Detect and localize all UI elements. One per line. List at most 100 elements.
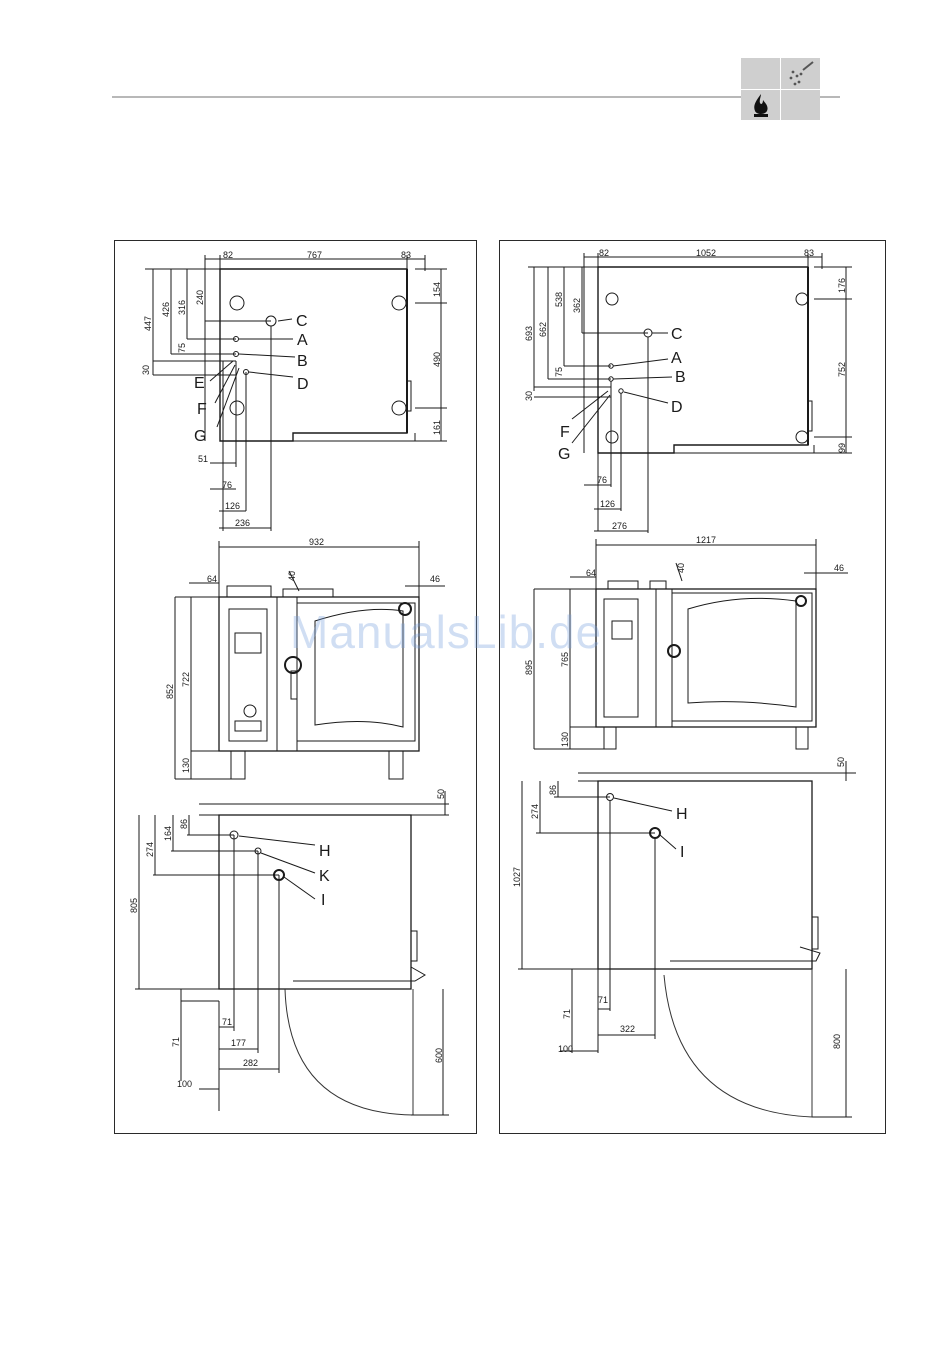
dim-274: 274 bbox=[530, 804, 540, 819]
dim-932: 932 bbox=[309, 537, 324, 547]
dim-126: 126 bbox=[225, 501, 240, 511]
dim-800: 800 bbox=[832, 1034, 842, 1049]
dim-767: 767 bbox=[307, 250, 322, 260]
dim-236: 236 bbox=[235, 518, 250, 528]
dim-75: 75 bbox=[177, 343, 187, 353]
badge-divider-h bbox=[741, 89, 820, 90]
dim-46: 46 bbox=[430, 574, 440, 584]
dim-71b: 71 bbox=[562, 1009, 572, 1019]
dim-154: 154 bbox=[432, 282, 442, 297]
dim-100: 100 bbox=[177, 1079, 192, 1089]
dim-75: 75 bbox=[554, 367, 564, 377]
connection-D bbox=[619, 389, 623, 393]
dim-83: 83 bbox=[401, 250, 411, 260]
water-spray-icon bbox=[785, 60, 817, 88]
dim-1217: 1217 bbox=[696, 535, 716, 545]
dim-274: 274 bbox=[145, 842, 155, 857]
dim-86: 86 bbox=[548, 785, 558, 795]
right-drawing-panel: 82 1052 83 693 662 538 362 75 30 176 752… bbox=[499, 240, 886, 1134]
dim-30: 30 bbox=[141, 365, 151, 375]
label-F: F bbox=[197, 401, 207, 418]
dim-64: 64 bbox=[586, 568, 596, 578]
dim-722: 722 bbox=[181, 672, 191, 687]
dim-130: 130 bbox=[181, 758, 191, 773]
flame-icon bbox=[749, 92, 773, 118]
left-top-view bbox=[145, 255, 447, 531]
dim-600: 600 bbox=[434, 1048, 444, 1063]
dim-426: 426 bbox=[161, 302, 171, 317]
dim-40: 40 bbox=[287, 571, 297, 581]
label-D: D bbox=[671, 399, 683, 416]
dim-662: 662 bbox=[538, 322, 548, 337]
dim-51: 51 bbox=[198, 454, 208, 464]
leg-marker bbox=[230, 401, 244, 415]
dim-71b: 71 bbox=[171, 1037, 181, 1047]
dim-693: 693 bbox=[524, 326, 534, 341]
dim-322: 322 bbox=[620, 1024, 635, 1034]
dim-100: 100 bbox=[558, 1044, 573, 1054]
label-B: B bbox=[297, 353, 308, 370]
label-G: G bbox=[558, 446, 570, 463]
dim-752: 752 bbox=[837, 362, 847, 377]
leg-marker bbox=[230, 296, 244, 310]
leg-marker bbox=[796, 293, 808, 305]
dim-1052: 1052 bbox=[696, 248, 716, 258]
dim-161: 161 bbox=[432, 420, 442, 435]
dim-86: 86 bbox=[179, 819, 189, 829]
label-A: A bbox=[671, 350, 682, 367]
dim-71: 71 bbox=[222, 1017, 232, 1027]
left-drawing-panel: 82 767 83 447 426 316 240 75 30 154 490 … bbox=[114, 240, 477, 1134]
dim-40: 40 bbox=[676, 563, 686, 573]
leg-marker bbox=[796, 431, 808, 443]
dim-83: 83 bbox=[804, 248, 814, 258]
dim-276: 276 bbox=[612, 521, 627, 531]
dim-71: 71 bbox=[598, 995, 608, 1005]
dim-538: 538 bbox=[554, 292, 564, 307]
watermark: ManualsLib.de bbox=[290, 605, 602, 659]
leg-marker bbox=[392, 401, 406, 415]
dim-240: 240 bbox=[195, 290, 205, 305]
dim-130: 130 bbox=[560, 732, 570, 747]
dim-490: 490 bbox=[432, 352, 442, 367]
label-G: G bbox=[194, 428, 206, 445]
dim-76: 76 bbox=[597, 475, 607, 485]
header-rule bbox=[112, 96, 840, 98]
label-A: A bbox=[297, 332, 308, 349]
label-C: C bbox=[671, 326, 683, 343]
label-H: H bbox=[676, 806, 688, 823]
label-D: D bbox=[297, 376, 309, 393]
dim-50: 50 bbox=[836, 757, 846, 767]
dim-126: 126 bbox=[600, 499, 615, 509]
dim-82: 82 bbox=[223, 250, 233, 260]
label-I: I bbox=[680, 844, 684, 861]
leg-marker bbox=[606, 293, 618, 305]
dim-64: 64 bbox=[207, 574, 217, 584]
dim-895: 895 bbox=[524, 660, 534, 675]
section-badge bbox=[741, 58, 820, 120]
dim-30: 30 bbox=[524, 391, 534, 401]
dim-316: 316 bbox=[177, 300, 187, 315]
dim-1027: 1027 bbox=[512, 867, 522, 887]
label-I: I bbox=[321, 892, 325, 909]
dim-76: 76 bbox=[222, 480, 232, 490]
dim-164: 164 bbox=[163, 826, 173, 841]
dim-362: 362 bbox=[572, 298, 582, 313]
dim-177: 177 bbox=[231, 1038, 246, 1048]
dim-176: 176 bbox=[837, 278, 847, 293]
label-K: K bbox=[319, 868, 330, 885]
label-B: B bbox=[675, 369, 686, 386]
dim-852: 852 bbox=[165, 684, 175, 699]
leg-marker bbox=[392, 296, 406, 310]
right-top-view bbox=[528, 253, 852, 533]
dim-99: 99 bbox=[837, 443, 847, 453]
leg-marker bbox=[606, 431, 618, 443]
label-H: H bbox=[319, 843, 331, 860]
dim-50: 50 bbox=[436, 789, 446, 799]
dim-282: 282 bbox=[243, 1058, 258, 1068]
label-F: F bbox=[560, 424, 570, 441]
left-side-view bbox=[135, 791, 449, 1115]
label-E: E bbox=[194, 375, 205, 392]
label-C: C bbox=[296, 313, 308, 330]
dim-447: 447 bbox=[143, 316, 153, 331]
dim-805: 805 bbox=[129, 898, 139, 913]
